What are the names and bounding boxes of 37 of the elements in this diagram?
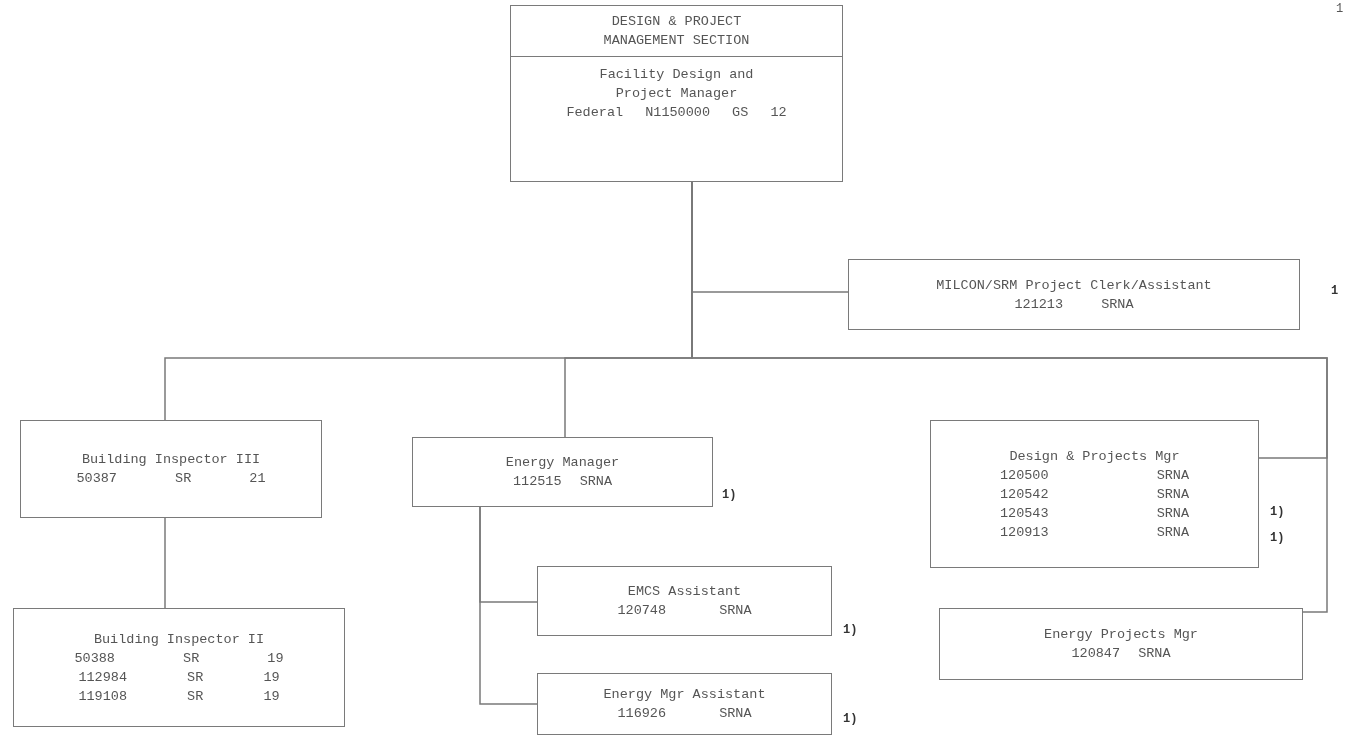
position-title: MILCON/SRM Project Clerk/Assistant: [936, 276, 1212, 295]
position-title: Building Inspector II: [93, 630, 265, 649]
position-box: [20, 420, 322, 518]
position-code: 119108 SR 19: [78, 687, 280, 706]
footnote-mark: 1): [1270, 505, 1285, 519]
position-code: 121213 SRNA: [1014, 295, 1134, 314]
page-number: 1: [1336, 2, 1344, 16]
connector-line: [164, 517, 166, 609]
position-title: Design & Projects Mgr: [1009, 447, 1180, 466]
position-code: 50388 SR 19: [74, 649, 284, 668]
position-code: 120748 SRNA: [617, 602, 752, 620]
footnote-mark: 1): [1270, 531, 1285, 545]
position-title: Building Inspector III: [81, 451, 261, 469]
position-code: 116926 SRNA: [617, 705, 752, 723]
footnote-mark: 1): [722, 488, 737, 502]
footnote-mark: 1: [1331, 284, 1339, 298]
position-title: Energy Mgr Assistant: [603, 686, 766, 704]
position-code: 112984 SR 19: [78, 668, 280, 687]
position-code: 112515 SRNA: [512, 473, 613, 491]
position-box: [939, 608, 1303, 680]
connector-line: [479, 506, 538, 705]
footnote-mark: 1): [843, 712, 858, 726]
position-title: EMCS Assistant: [627, 583, 742, 601]
position-title: Energy Manager: [505, 454, 620, 472]
position-box: [13, 608, 345, 727]
position-code: 120500 SRNA: [999, 466, 1190, 485]
position-code: 120542 SRNA: [999, 485, 1190, 504]
position-code: Federal N1150000 GS 12: [566, 104, 787, 122]
footnote-mark: 1): [843, 623, 858, 637]
position-box: [510, 5, 843, 182]
position-code: 120913 SRNA: [999, 523, 1190, 542]
position-title: Energy Projects Mgr: [1044, 626, 1198, 644]
position-code: Facility Design and Project Manager: [598, 66, 755, 103]
section-heading: DESIGN & PROJECT MANAGEMENT SECTION: [511, 6, 842, 57]
position-code: 120847 SRNA: [1071, 645, 1171, 663]
position-code: 120543 SRNA: [999, 504, 1190, 523]
position-code: 50387 SR 21: [76, 470, 266, 488]
